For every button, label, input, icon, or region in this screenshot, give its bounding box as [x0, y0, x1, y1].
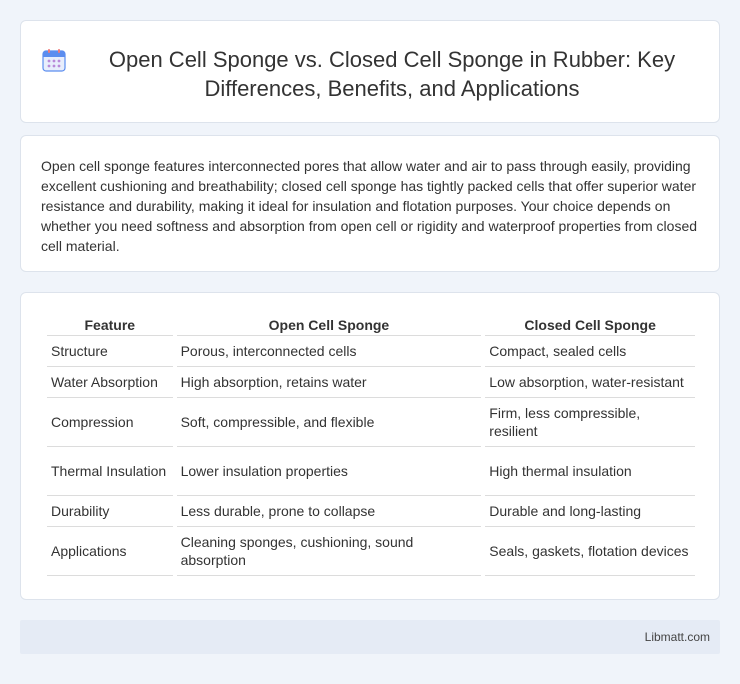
table-card: Feature Open Cell Sponge Closed Cell Spo… [20, 292, 720, 600]
cell-closed-cell: High thermal insulation [485, 447, 695, 496]
comparison-table: Feature Open Cell Sponge Closed Cell Spo… [43, 315, 699, 576]
intro-card: Open cell sponge features interconnected… [20, 135, 720, 272]
cell-open-cell: High absorption, retains water [176, 367, 482, 398]
table-row: Applications Cleaning sponges, cushionin… [47, 527, 695, 576]
cell-feature: Thermal Insulation [47, 447, 173, 496]
table-header-row: Feature Open Cell Sponge Closed Cell Spo… [47, 315, 695, 336]
cell-closed-cell: Firm, less compressible, resilient [485, 398, 695, 447]
cell-closed-cell: Seals, gaskets, flotation devices [485, 527, 695, 576]
intro-paragraph: Open cell sponge features interconnected… [41, 158, 698, 254]
header-closed-cell: Closed Cell Sponge [485, 315, 695, 336]
cell-open-cell: Less durable, prone to collapse [176, 496, 482, 527]
cell-closed-cell: Compact, sealed cells [485, 336, 695, 367]
cell-feature: Durability [47, 496, 173, 527]
calendar-icon [42, 49, 66, 72]
page-title: Open Cell Sponge vs. Closed Cell Sponge … [108, 47, 676, 101]
cell-open-cell: Porous, interconnected cells [176, 336, 482, 367]
header-feature: Feature [47, 315, 173, 336]
cell-open-cell: Soft, compressible, and flexible [176, 398, 482, 447]
cell-feature: Applications [47, 527, 173, 576]
table-row: Compression Soft, compressible, and flex… [47, 398, 695, 447]
title-wrap: Open Cell Sponge vs. Closed Cell Sponge … [21, 21, 719, 103]
cell-open-cell: Lower insulation properties [176, 447, 482, 496]
cell-feature: Structure [47, 336, 173, 367]
table-row: Water Absorption High absorption, retain… [47, 367, 695, 398]
table-row: Durability Less durable, prone to collap… [47, 496, 695, 527]
cell-feature: Water Absorption [47, 367, 173, 398]
cell-open-cell: Cleaning sponges, cushioning, sound abso… [176, 527, 482, 576]
cell-closed-cell: Durable and long-lasting [485, 496, 695, 527]
header-open-cell: Open Cell Sponge [176, 315, 482, 336]
footer-site-link[interactable]: Libmatt.com [644, 630, 710, 644]
footer-bar: Libmatt.com [20, 620, 720, 654]
table-row: Structure Porous, interconnected cells C… [47, 336, 695, 367]
cell-feature: Compression [47, 398, 173, 447]
table-row: Thermal Insulation Lower insulation prop… [47, 447, 695, 496]
cell-closed-cell: Low absorption, water-resistant [485, 367, 695, 398]
title-card: Open Cell Sponge vs. Closed Cell Sponge … [20, 20, 720, 123]
